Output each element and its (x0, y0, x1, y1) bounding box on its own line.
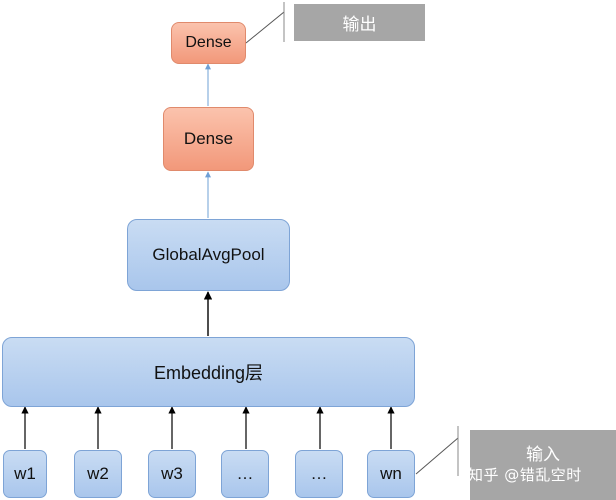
input-node-ellipsis-2: … (295, 450, 343, 498)
input-label: … (236, 464, 254, 483)
input-node-w3: w3 (148, 450, 196, 498)
input-callout: 输入 (470, 430, 616, 500)
dense-output-label: Dense (185, 34, 232, 51)
input-label: wn (380, 464, 402, 483)
input-label: w1 (14, 464, 36, 483)
output-callout-pointer (245, 11, 285, 44)
output-callout: 输出 (294, 4, 425, 41)
input-callout-text: 输入 (526, 445, 560, 465)
input-node-ellipsis-1: … (221, 450, 269, 498)
global-avg-pool-label: GlobalAvgPool (152, 245, 265, 264)
embedding-label: Embedding层 (153, 363, 264, 383)
input-node-w1: w1 (3, 450, 47, 498)
dense-hidden-node: Dense (163, 107, 254, 171)
input-label: w3 (161, 464, 183, 483)
watermark: 知乎 @错乱空时 (468, 466, 582, 484)
output-callout-text: 输出 (342, 15, 377, 35)
dense-output-node: Dense (171, 22, 246, 64)
input-label: w2 (87, 464, 109, 483)
input-node-w2: w2 (74, 450, 122, 498)
embedding-node: Embedding层 (2, 337, 415, 407)
dense-hidden-label: Dense (183, 129, 234, 148)
input-node-wn: wn (367, 450, 415, 498)
input-label: … (310, 464, 328, 483)
input-callout-pointer (415, 437, 459, 475)
global-avg-pool-node: GlobalAvgPool (127, 219, 290, 291)
